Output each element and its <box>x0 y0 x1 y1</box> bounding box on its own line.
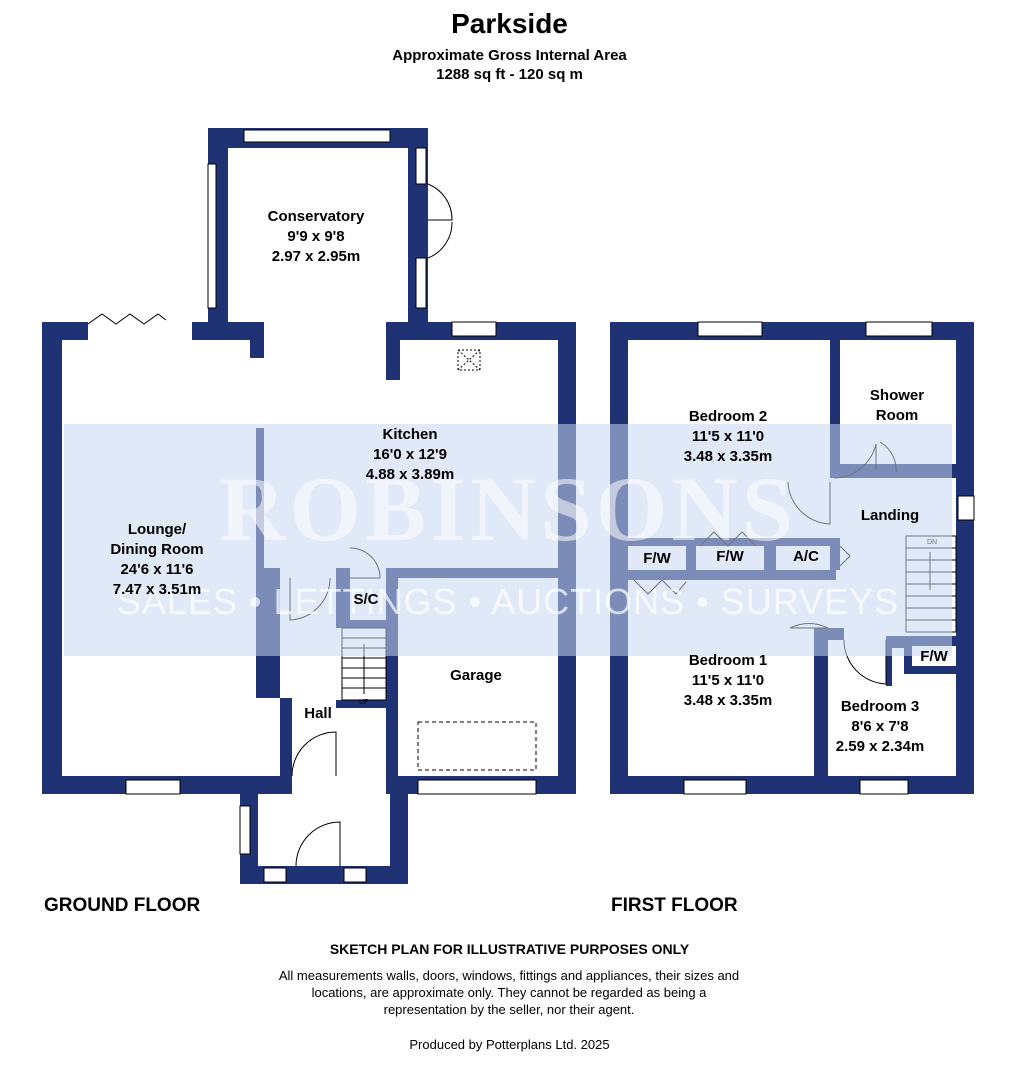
disclaimer-text: All measurements walls, doors, windows, … <box>278 968 740 1017</box>
shower-name-1: Shower <box>870 387 924 404</box>
lounge-window <box>125 779 181 795</box>
bedroom2-window <box>697 321 763 337</box>
area-value: 1288 sq ft - 120 sq m <box>436 66 583 83</box>
bedroom1-name: Bedroom 1 <box>689 652 767 669</box>
wall <box>192 322 262 340</box>
lounge-name-2: Dining Room <box>110 541 203 558</box>
french-door-2 <box>427 221 453 259</box>
garage-door <box>417 779 537 795</box>
kitchen-window <box>451 321 497 337</box>
wall <box>886 636 892 686</box>
producer-credit: Produced by Potterplans Ltd. 2025 <box>409 1037 610 1052</box>
bedroom1-window <box>683 779 747 795</box>
wall <box>904 666 956 674</box>
landing-name: Landing <box>861 507 919 524</box>
lounge-name-1: Lounge/ <box>128 521 187 538</box>
bedroom2-imperial: 11'5 x 11'0 <box>692 428 764 445</box>
french-door <box>427 183 453 221</box>
lounge-metric: 7.47 x 3.51m <box>113 581 201 598</box>
bedroom3-window <box>859 779 909 795</box>
bedroom1-metric: 3.48 x 3.35m <box>684 692 772 709</box>
hall-door <box>291 731 337 777</box>
kitchen-imperial: 16'0 x 12'9 <box>373 446 447 463</box>
disclaimer-title: SKETCH PLAN FOR ILLUSTRATIVE PURPOSES ON… <box>329 941 690 957</box>
conservatory-name: Conservatory <box>268 208 365 225</box>
wall <box>42 322 62 794</box>
first-floor-openings <box>683 321 975 795</box>
bedroom3-metric: 2.59 x 2.34m <box>836 738 924 755</box>
room-labels: Conservatory 9'9 x 9'8 2.97 x 2.95m Kitc… <box>110 208 948 755</box>
wall <box>830 322 840 472</box>
sc-name: S/C <box>353 591 378 608</box>
ground-floor-openings <box>125 129 537 883</box>
bedroom2-metric: 3.48 x 3.35m <box>684 448 772 465</box>
wall <box>386 322 400 380</box>
first-floor-label: FIRST FLOOR <box>611 895 738 916</box>
landing-window <box>957 495 975 521</box>
ground-floor-label: GROUND FLOOR <box>44 895 201 916</box>
bifold-doors <box>87 313 167 325</box>
kitchen-skylight <box>457 349 481 371</box>
conservatory-window-top <box>243 129 391 143</box>
conservatory-window-right-2 <box>415 257 427 309</box>
kitchen-name: Kitchen <box>382 426 437 443</box>
watermark-brand: ROBINSONS <box>219 458 797 560</box>
conservatory-window-right <box>415 147 427 185</box>
conservatory-window-left <box>207 163 217 309</box>
conservatory-imperial: 9'9 x 9'8 <box>287 228 344 245</box>
shower-window <box>865 321 933 337</box>
watermark-band <box>64 424 952 656</box>
porch-window-2 <box>263 867 287 883</box>
bedroom1-imperial: 11'5 x 11'0 <box>692 672 764 689</box>
conservatory-metric: 2.97 x 2.95m <box>272 248 360 265</box>
wall <box>390 786 408 884</box>
bedroom3-imperial: 8'6 x 7'8 <box>851 718 908 735</box>
hall-name: Hall <box>304 705 332 722</box>
wall <box>42 322 88 340</box>
garage-car-outline <box>417 721 537 771</box>
plan-title: Parkside <box>451 8 568 39</box>
porch-window <box>239 805 251 855</box>
wall <box>610 776 974 794</box>
garage-name: Garage <box>450 667 502 684</box>
fw-3: F/W <box>920 648 948 665</box>
kitchen-metric: 4.88 x 3.89m <box>366 466 454 483</box>
area-info: Approximate Gross Internal Area 1288 sq … <box>0 46 1019 84</box>
ac-cupboard: A/C <box>793 548 819 565</box>
shower-name-2: Room <box>876 407 919 424</box>
watermark: ROBINSONS SALES • LETTINGS • AUCTIONS • … <box>64 424 952 656</box>
watermark-services: SALES • LETTINGS • AUCTIONS • SURVEYS <box>117 581 899 622</box>
wall <box>250 322 264 358</box>
wall <box>814 628 828 794</box>
bedroom3-name: Bedroom 3 <box>841 698 919 715</box>
stairs-up-label: UP <box>359 699 369 706</box>
area-label: Approximate Gross Internal Area <box>392 47 627 64</box>
front-door <box>295 821 341 867</box>
fw-2: F/W <box>716 548 744 565</box>
wall <box>280 698 292 794</box>
bedroom2-name: Bedroom 2 <box>689 408 767 425</box>
wall <box>240 776 292 794</box>
lounge-imperial: 24'6 x 11'6 <box>120 561 193 578</box>
wall <box>336 700 390 708</box>
wall <box>956 322 974 794</box>
fw-1: F/W <box>643 550 671 567</box>
porch-window-3 <box>343 867 367 883</box>
